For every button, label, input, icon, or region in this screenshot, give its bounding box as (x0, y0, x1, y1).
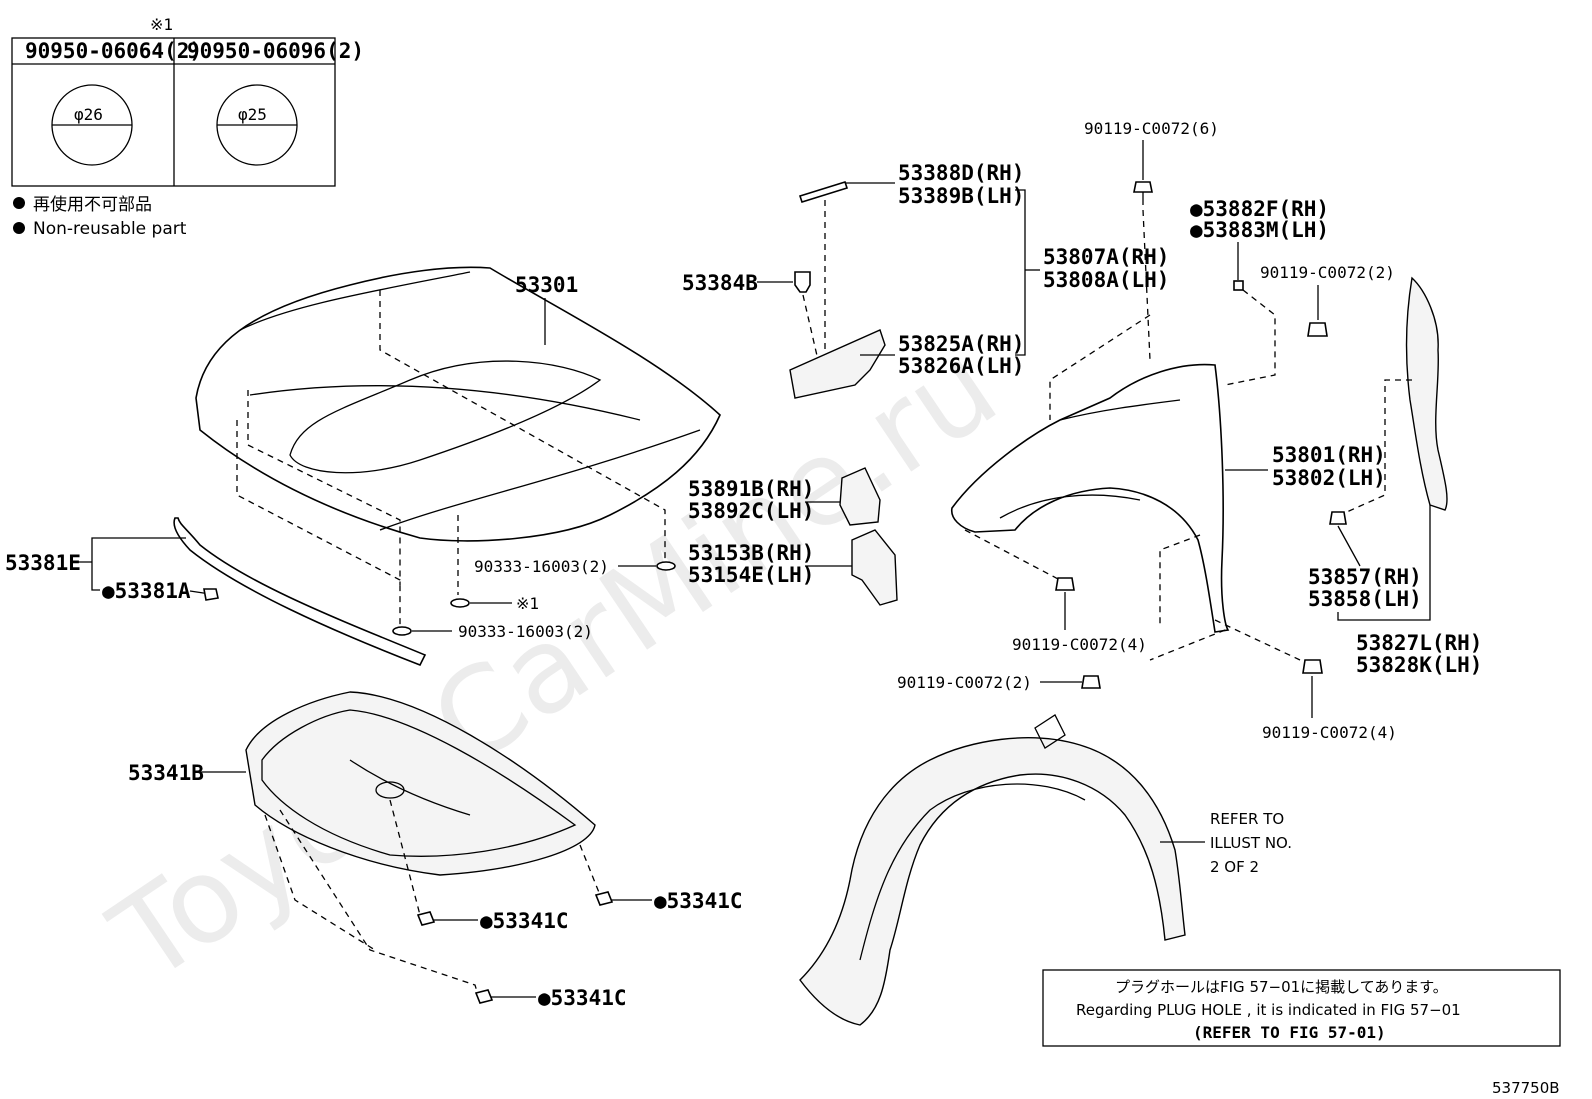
insulator-clip-icon (594, 891, 614, 906)
refer-line2: ILLUST NO. (1210, 834, 1292, 852)
plug-note-ref: (REFER TO FIG 57-01) (1193, 1023, 1386, 1042)
bolt-icon (1302, 659, 1323, 674)
plug-note-box (1042, 969, 1561, 1047)
clip-rh-label: ●53882F(RH) (1190, 197, 1329, 221)
clip-lh-label: ●53883M(LH) (1190, 218, 1329, 242)
weatherstrip (173, 517, 427, 667)
pad-rh-label: 53891B(RH) (688, 477, 814, 501)
seal-lh-label: 53154E(LH) (688, 563, 814, 587)
hood-drawing (195, 266, 721, 542)
clip-icon (203, 588, 219, 601)
plug-hole-1 (656, 561, 676, 571)
bullet-icon (13, 197, 25, 209)
insulator-clip-3-label: ●53341C (538, 986, 627, 1010)
legend-notes: 再使用不可部品 Non-reusable part (13, 194, 187, 239)
plug-1-label: 90333-16003(2) (474, 557, 609, 576)
insulator-clip-icon (474, 989, 494, 1004)
seal-side-lh-label: 53828K(LH) (1356, 653, 1482, 677)
refer-line3: 2 OF 2 (1210, 858, 1259, 876)
bolt-top-label: 90119-C0072(6) (1084, 119, 1219, 138)
hood-bracket (789, 329, 886, 399)
bracket-rh-label: 53825A(RH) (898, 332, 1024, 356)
insulator-icon (1329, 511, 1347, 525)
fender-brace-rh-label: 53807A(RH) (1043, 245, 1169, 269)
plug-hole-3 (392, 626, 412, 636)
insulator-clip-1-label: ●53341C (480, 909, 569, 933)
fender-seal (851, 529, 898, 606)
hood-label: 53301 (515, 273, 578, 297)
insulator-rh-label: 53857(RH) (1308, 565, 1422, 589)
figure-id: 537750B (1492, 1079, 1560, 1097)
insulator-clip-icon (416, 911, 436, 926)
bolt-lower-left-label: 90119-C0072(2) (897, 673, 1032, 692)
bracket-lh-label: 53826A(LH) (898, 354, 1024, 378)
legend-note-jp: 再使用不可部品 (33, 194, 152, 215)
fender-pad (839, 467, 881, 526)
hood-insulator-label: 53341B (128, 761, 204, 785)
bolt-icon (1081, 675, 1101, 689)
plug-note-en: Regarding PLUG HOLE , it is indicated in… (1076, 1001, 1461, 1019)
seal-rh-label: 53153B(RH) (688, 541, 814, 565)
side-seal (1405, 276, 1448, 511)
weatherstrip-clip-label: ●53381A (102, 579, 191, 603)
bolt-mid-label: 90119-C0072(4) (1012, 635, 1147, 654)
legend-table: ※1 90950-06064(2) 90950-06096(2) φ26 φ25 (11, 15, 364, 187)
fender-liner-strip (798, 181, 849, 203)
insulator-lh-label: 53858(LH) (1308, 587, 1422, 611)
bolt-icon (1055, 577, 1075, 591)
pad-lh-label: 53892C(LH) (688, 499, 814, 523)
plug-note-jp: プラグホールはFIG 57−01に掲載してあります。 (1115, 978, 1448, 996)
cushion-icon (794, 271, 811, 293)
bolt-upper-right-label: 90119-C0072(2) (1260, 263, 1395, 282)
bolt-lower-right-label: 90119-C0072(4) (1262, 723, 1397, 742)
plug-mark-label: ※1 (516, 594, 539, 613)
legend-part-2: 90950-06096(2) (187, 39, 364, 63)
refer-line1: REFER TO (1210, 810, 1284, 828)
fender-lh-label: 53802(LH) (1272, 466, 1386, 490)
plug-hole-2 (450, 598, 470, 608)
fender-rh-label: 53801(RH) (1272, 443, 1386, 467)
legend-part-1: 90950-06064(2) (25, 39, 202, 63)
insulator-clip-2-label: ●53341C (654, 889, 743, 913)
hood-insulator-drawing (245, 691, 596, 876)
bolt-icon (1133, 181, 1153, 193)
legend-size-1: φ26 (74, 105, 103, 124)
fender-brace-lh-label: 53808A(LH) (1043, 268, 1169, 292)
plug-2-label: 90333-16003(2) (458, 622, 593, 641)
seal-side-rh-label: 53827L(RH) (1356, 631, 1482, 655)
legend-size-2: φ25 (238, 105, 267, 124)
bullet-icon (13, 222, 25, 234)
bolt-icon (1307, 322, 1328, 337)
weatherstrip-label: 53381E (5, 551, 81, 575)
liner-lh-label: 53389B(LH) (898, 184, 1024, 208)
liner-rh-label: 53388D(RH) (898, 161, 1024, 185)
legend-note-en: Non-reusable part (33, 219, 187, 239)
cushion-label: 53384B (682, 271, 758, 295)
fender-liner-drawing (799, 714, 1186, 1026)
legend-note-mark: ※1 (150, 15, 173, 34)
clip-icon (1233, 280, 1244, 291)
